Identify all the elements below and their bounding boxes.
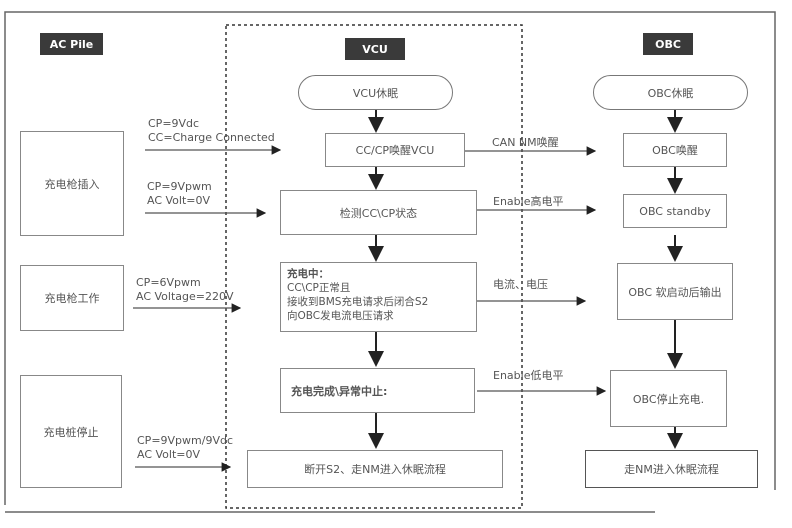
ac-plug-in-node: 充电枪插入 — [20, 131, 124, 236]
header-obc: OBC — [643, 33, 693, 55]
obc-stop-node: OBC停止充电. — [610, 370, 727, 427]
obc-wake-node: OBC唤醒 — [623, 133, 727, 167]
signal-text: CP=9Vpwm — [147, 180, 212, 193]
vcu-charging-node: 充电中： CC\CP正常且 接收到BMS充电请求后闭合S2 向OBC发电流电压请… — [280, 262, 477, 332]
outer-frame — [4, 11, 776, 505]
signal-label: Enable高电平 — [493, 195, 564, 208]
vcu-disconnect-node: 断开S2、走NM进入休眠流程 — [247, 450, 503, 488]
ac-working-node: 充电枪工作 — [20, 265, 124, 331]
vcu-detect-node: 检测CC\CP状态 — [280, 190, 477, 235]
signal-text: CC=Charge Connected — [148, 131, 275, 144]
charging-title: 充电中： — [287, 268, 329, 280]
ac-stop-node: 充电桩停止 — [20, 375, 122, 488]
obc-standby-node: OBC standby — [623, 194, 727, 228]
vcu-dashed-region — [225, 24, 523, 509]
header-vcu: VCU — [345, 38, 405, 60]
signal-text: CP=6Vpwm — [136, 276, 201, 289]
vcu-wake-node: CC/CP唤醒VCU — [325, 133, 465, 167]
charging-line: CC\CP正常且 — [287, 282, 351, 294]
signal-label: CAN NM唤醒 — [492, 136, 559, 149]
charging-line: 向OBC发电流电压请求 — [287, 310, 394, 322]
signal-label: Enable低电平 — [493, 369, 564, 382]
obc-sleep-node: OBC休眠 — [593, 75, 748, 110]
signal-text: AC Voltage=220V — [136, 290, 234, 303]
signal-text: AC Volt=0V — [147, 194, 211, 207]
header-ac-pile: AC Pile — [40, 33, 103, 55]
vcu-done-node: 充电完成\异常中止: — [280, 368, 475, 413]
signal-text: CP=9Vpwm/9Vdc — [137, 434, 234, 447]
signal-text: AC Volt=0V — [137, 448, 201, 461]
obc-output-node: OBC 软启动后输出 — [617, 263, 733, 320]
signal-label: 电流、电压 — [493, 278, 548, 291]
signal-text: CP=9Vdc — [148, 117, 200, 130]
charging-line: 接收到BMS充电请求后闭合S2 — [287, 296, 429, 308]
obc-nm-sleep-node: 走NM进入休眠流程 — [585, 450, 758, 488]
vcu-sleep-node: VCU休眠 — [298, 75, 453, 110]
